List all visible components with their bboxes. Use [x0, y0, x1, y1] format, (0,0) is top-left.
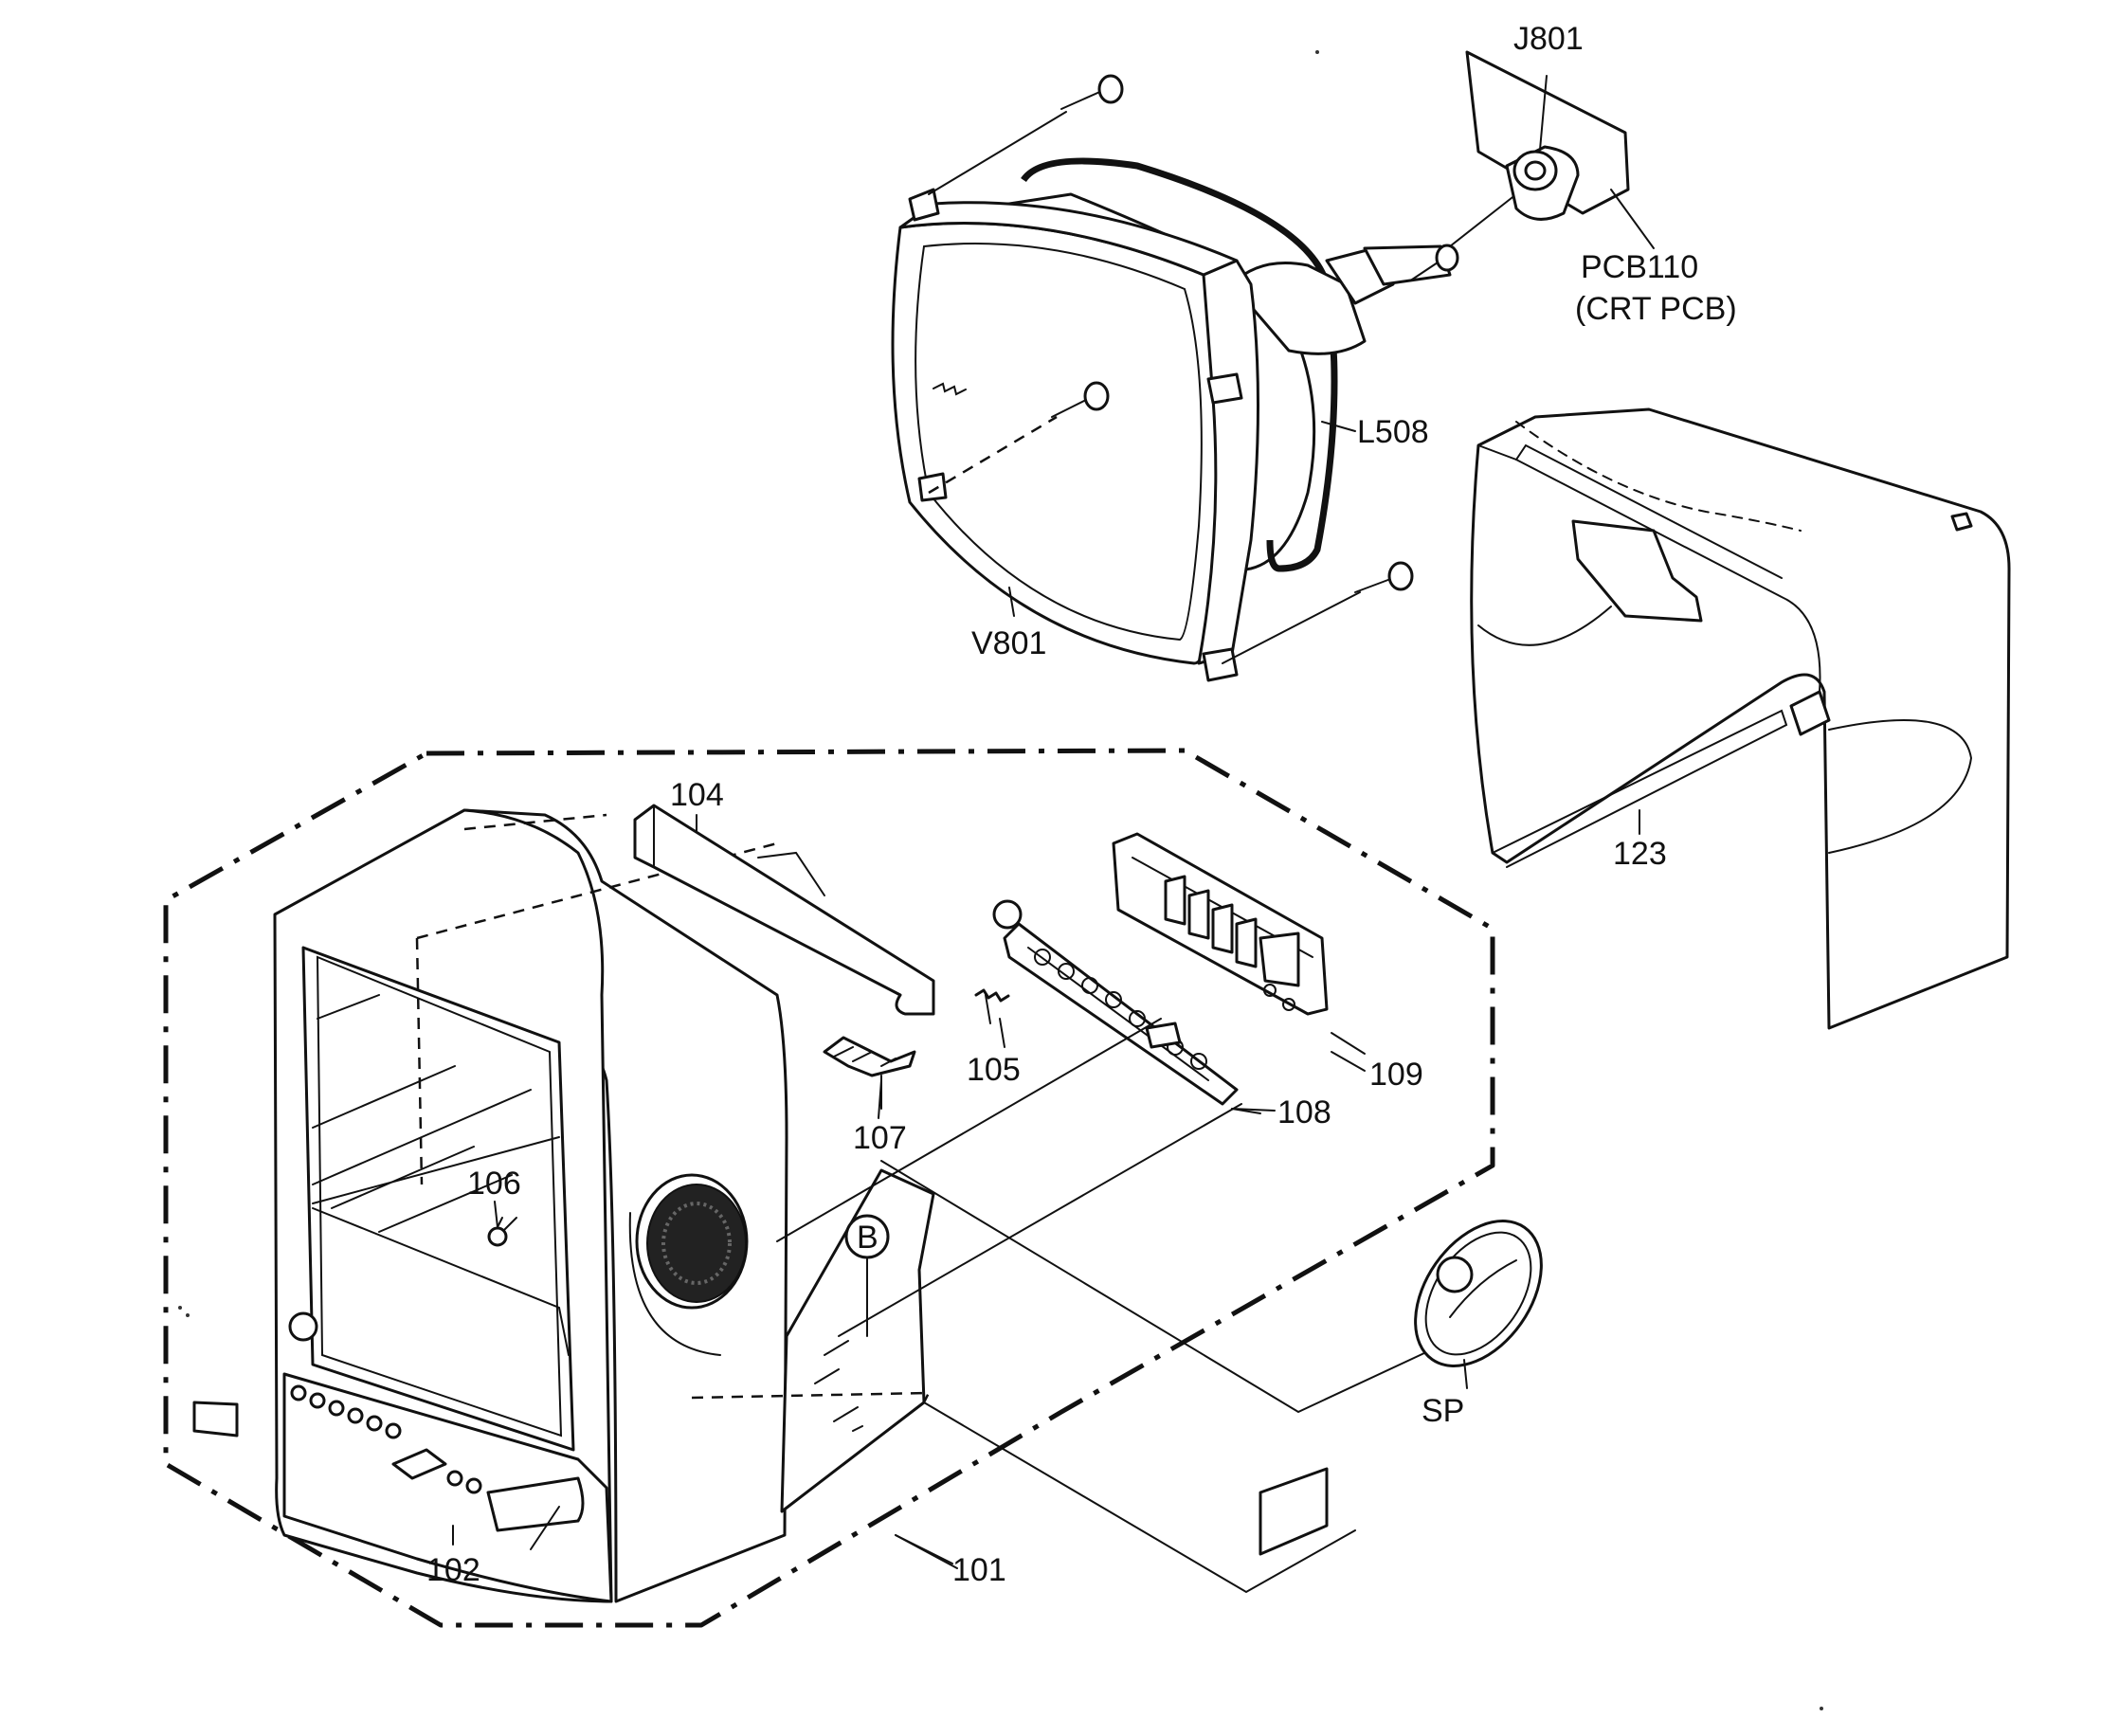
- label-sp: SP: [1422, 1393, 1464, 1429]
- label-b: B: [857, 1220, 878, 1256]
- b-marker: [844, 1214, 890, 1337]
- front-cabinet: [192, 808, 935, 1603]
- part-labels: J801 PCB110 (CRT PCB) L508 V801 123 104 …: [426, 21, 1737, 1588]
- speaker-sp: [1414, 1220, 1543, 1389]
- label-l508: L508: [1357, 414, 1429, 450]
- label-j801: J801: [1513, 21, 1584, 57]
- label-pcb110: PCB110: [1581, 249, 1698, 285]
- label-sheet: [1259, 1467, 1329, 1556]
- stray-marks: [178, 50, 1823, 1710]
- spring-105: [974, 988, 1010, 1024]
- bracket-107: [823, 1036, 916, 1110]
- assembly-lines: [492, 1018, 1441, 1594]
- label-102: 102: [426, 1552, 480, 1588]
- label-109: 109: [1369, 1057, 1423, 1093]
- label-crt-pcb: (CRT PCB): [1575, 291, 1737, 327]
- label-104: 104: [670, 777, 724, 813]
- label-108: 108: [1277, 1094, 1331, 1130]
- crt-mounting-screws: [1051, 74, 1459, 593]
- crt-assembly-lines: [928, 111, 1517, 664]
- label-123: 123: [1613, 836, 1667, 872]
- label-v801: V801: [971, 625, 1046, 661]
- back-cover: [1470, 407, 2011, 1030]
- av-pcb-109: [1112, 832, 1329, 1016]
- top-trim-104: [633, 804, 935, 1016]
- label-105: 105: [967, 1052, 1021, 1088]
- leader-lines: [452, 421, 1640, 1564]
- cabinet-boundary: [163, 748, 1495, 1628]
- control-pcb-108: [992, 899, 1239, 1106]
- label-106: 106: [467, 1166, 521, 1202]
- label-101: 101: [952, 1552, 1006, 1588]
- crt-pcb: [1465, 50, 1655, 249]
- crt-picture-tube: [891, 157, 1452, 682]
- label-107: 107: [853, 1120, 907, 1156]
- screw-106: [487, 1217, 508, 1247]
